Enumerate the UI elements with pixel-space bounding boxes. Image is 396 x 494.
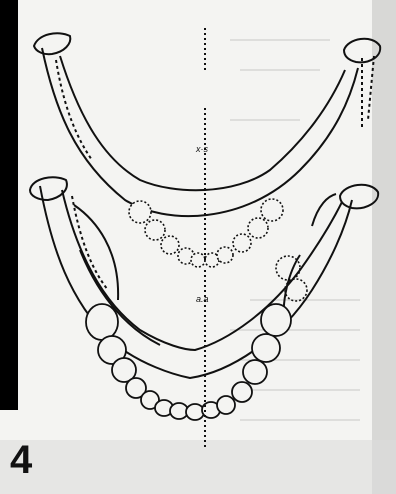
- upper-tooth: [145, 220, 165, 240]
- lower-tooth: [186, 404, 204, 420]
- lower-tooth: [86, 304, 118, 340]
- upper-tooth: [161, 236, 179, 254]
- bottom-shade: [0, 440, 396, 494]
- figure-number: 4: [10, 440, 32, 480]
- lower-tooth: [232, 382, 252, 402]
- lower-tooth: [217, 396, 235, 414]
- upper-tooth: [233, 234, 251, 252]
- lower-tooth: [252, 334, 280, 362]
- midline-label-upper: x·s: [195, 144, 208, 154]
- upper-tooth: [217, 247, 233, 263]
- page-edge-shade: [372, 0, 396, 494]
- upper-tooth: [191, 253, 205, 267]
- lower-tooth: [261, 304, 291, 336]
- midline-label-lower: a.a: [196, 294, 209, 304]
- upper-tooth: [261, 199, 283, 221]
- upper-tooth: [129, 201, 151, 223]
- upper-tooth: [248, 218, 268, 238]
- lower-tooth: [243, 360, 267, 384]
- left-black-bar: [0, 0, 18, 410]
